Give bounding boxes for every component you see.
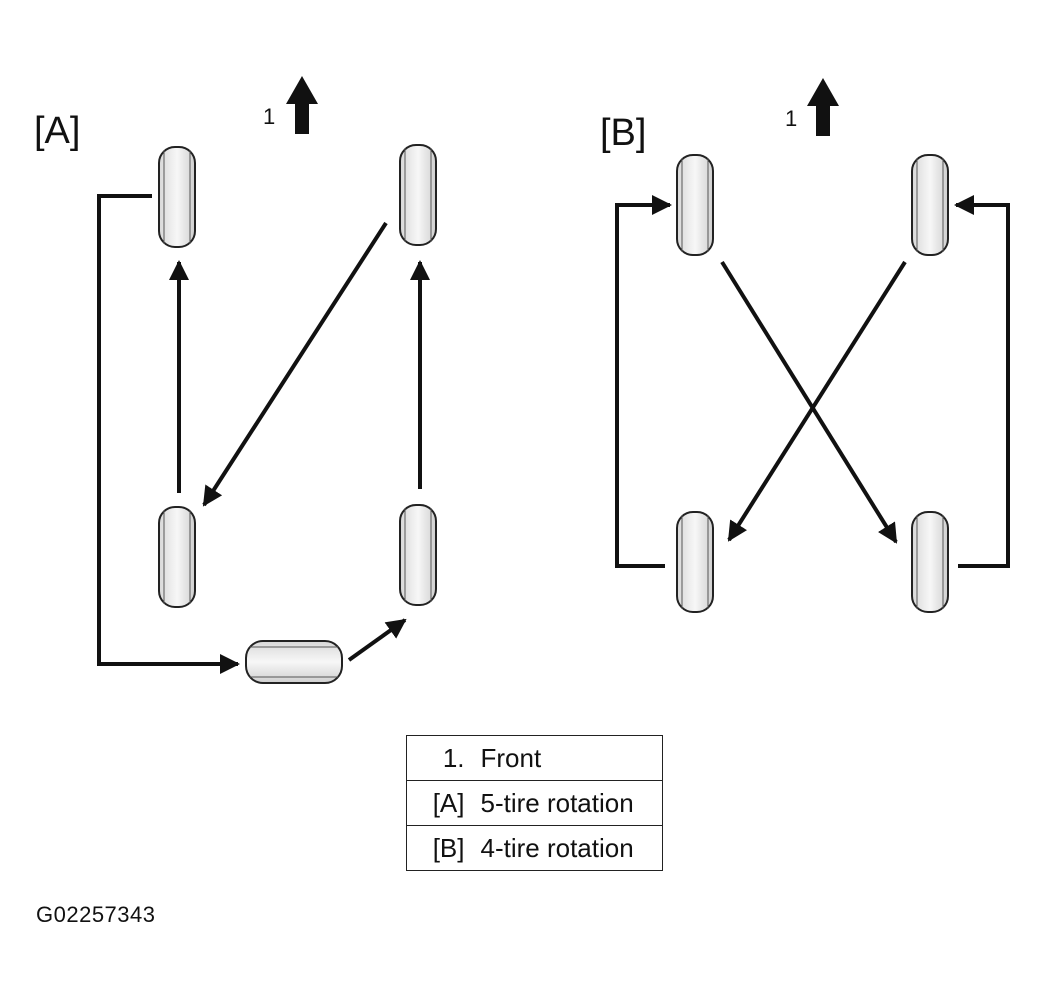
tire-b-rear-left [676,511,714,613]
legend-description: 4-tire rotation [474,825,663,871]
legend-key: 1. [406,735,475,781]
front-arrow-b [807,78,839,136]
front-marker-a: 1 [263,104,276,129]
legend-description: 5-tire rotation [474,780,663,826]
tire-a-rear-left [158,506,196,608]
arrow-a-spare-to-rear-right [347,618,407,662]
arrow-a-front-right-to-rear-left [202,221,388,507]
legend-table: 1. Front [A] 5-tire rotation [B] 4-tire … [406,735,663,871]
tire-b-front-left [676,154,714,256]
legend-row: [B] 4-tire rotation [406,825,663,871]
arrow-b-rear-right-to-front-right [954,195,1010,568]
front-arrow-a [286,76,318,134]
legend-row: [A] 5-tire rotation [406,780,663,826]
legend-description: Front [474,735,663,781]
legend-key: [B] [406,825,475,871]
tire-a-front-left [158,146,196,248]
panel-a-label: [A] [34,110,81,152]
panel-b-label: [B] [600,112,647,154]
arrow-b-front-right-to-rear-left [727,260,907,542]
front-marker-b: 1 [785,106,798,131]
legend-row: 1. Front [406,735,663,781]
arrow-b-front-left-to-rear-right [720,260,898,544]
tire-b-rear-right [911,511,949,613]
figure-id: G02257343 [36,902,156,927]
tire-b-front-right [911,154,949,256]
arrow-a-front-left-to-spare [97,194,240,674]
arrow-b-rear-left-to-front-left [615,195,672,568]
tire-a-rear-right [399,504,437,606]
legend-key: [A] [406,780,475,826]
tire-a-spare [245,640,343,684]
tire-a-front-right [399,144,437,246]
